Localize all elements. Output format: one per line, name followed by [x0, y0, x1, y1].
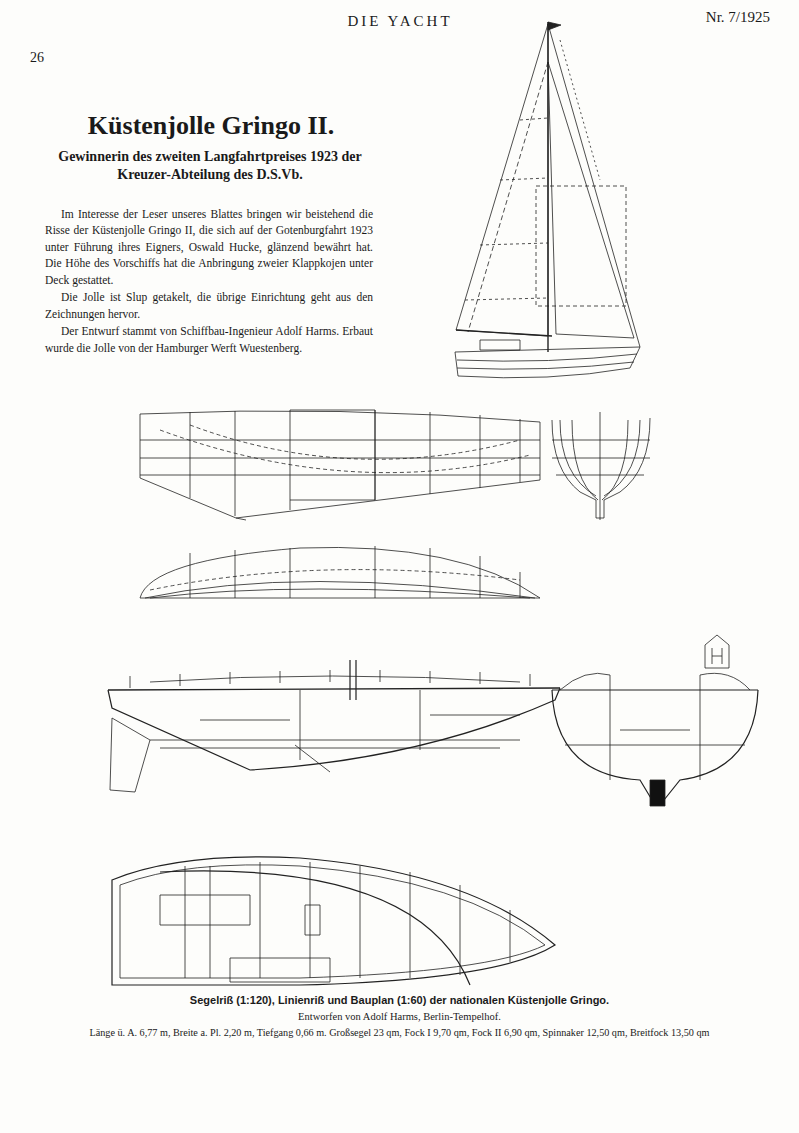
sail-plan-stroke [548, 24, 640, 347]
deck-plan-stroke [160, 895, 250, 925]
half-breadth-plan [140, 546, 540, 598]
construction-profile-stroke [150, 676, 520, 682]
midship-section-stroke [552, 689, 758, 690]
lines-profile-stroke [236, 518, 246, 520]
body-plan-stroke [572, 420, 628, 500]
sail-plan-stroke [457, 354, 637, 361]
deck-plan [112, 857, 555, 985]
lines-profile [140, 410, 540, 520]
running-head: DIE YACHT [250, 12, 550, 30]
sail-plan-stroke [468, 62, 548, 332]
sail-plan-stroke [457, 362, 634, 369]
half-breadth-plan-stroke [145, 582, 535, 599]
construction-profile-stroke [108, 688, 560, 690]
page-number: 26 [30, 50, 70, 67]
body-paragraph: Der Entwurf stammt von Schiffbau-Ingenie… [45, 323, 373, 356]
midship-section-stroke [560, 673, 750, 690]
figure-caption: Segelriß (1:120), Linienriß und Bauplan … [10, 994, 789, 1007]
sail-plan [455, 22, 640, 378]
body-plan-stroke [552, 418, 650, 518]
half-breadth-plan-stroke [190, 546, 520, 598]
sail-plan-stroke [456, 330, 552, 336]
deck-plan-stroke [230, 958, 330, 982]
sail-plan-stroke [480, 340, 520, 350]
lines-profile-stroke [160, 430, 530, 473]
designer-monogram-stroke [705, 635, 729, 668]
construction-profile-stroke [200, 715, 520, 720]
deck-plan-stroke [305, 905, 320, 935]
construction-profile-stroke [300, 690, 420, 760]
lines-profile-stroke [190, 425, 520, 459]
article-subtitle: Gewinnerin des zweiten Langfahrtpreises … [42, 148, 378, 184]
midship-section-stroke [610, 675, 700, 780]
construction-profile-stroke [130, 670, 530, 688]
midship-section [552, 673, 758, 806]
midship-section-stroke [565, 730, 745, 745]
sail-plan-stroke [560, 40, 600, 180]
body-plan-stroke [600, 412, 601, 520]
designer-monogram [705, 635, 729, 668]
deck-plan-stroke [160, 871, 470, 985]
body-paragraph: Die Jolle ist Slup getakelt, die übrige … [45, 289, 373, 322]
body-plan [552, 412, 650, 520]
article-title: Küstenjolle Gringo II. [46, 110, 376, 141]
half-breadth-plan-stroke [150, 589, 530, 598]
sail-plan-stroke [548, 22, 561, 30]
dimensions-line: Länge ü. A. 6,77 m, Breite a. Pl. 2,20 m… [6, 1027, 793, 1039]
issue-number: Nr. 7/1925 [660, 8, 770, 26]
sail-plan-stroke [456, 24, 548, 336]
construction-profile-stroke [350, 660, 356, 700]
lines-profile-stroke [190, 410, 520, 516]
construction-profile-stroke [295, 745, 330, 772]
construction-profile-stroke [110, 718, 150, 792]
deck-plan-stroke [120, 865, 545, 978]
half-breadth-plan-stroke [150, 570, 520, 590]
designer-credit: Entworfen von Adolf Harms, Berlin-Tempel… [10, 1011, 789, 1024]
sail-plan-stroke [536, 186, 626, 306]
construction-profile-stroke [150, 740, 520, 748]
lines-profile-stroke [290, 410, 375, 500]
midship-section-stroke [650, 780, 665, 806]
body-paragraph: Im Interesse der Leser unseres Blattes b… [45, 206, 373, 288]
body-plan-stroke [552, 440, 650, 475]
construction-profile-stroke [108, 688, 560, 770]
designer-monogram-stroke [712, 648, 722, 664]
deck-plan-stroke [185, 862, 510, 978]
construction-profile [108, 660, 560, 792]
deck-plan-stroke [112, 857, 555, 985]
sail-plan-stroke [548, 62, 634, 338]
sail-plan-stroke [465, 118, 548, 300]
